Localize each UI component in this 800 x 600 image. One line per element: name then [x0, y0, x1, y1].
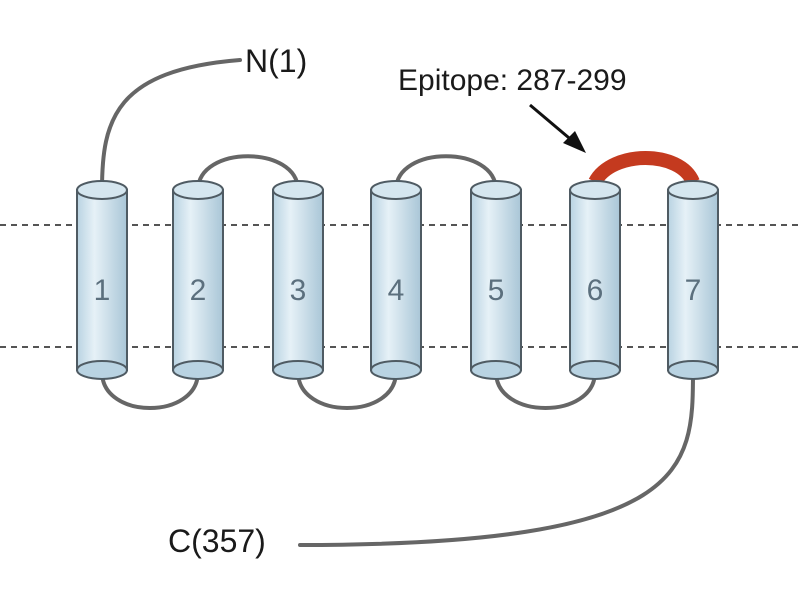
epitope-label: Epitope: 287-299 [398, 64, 627, 97]
helix-5: 5 [470, 180, 522, 380]
helix-number: 3 [290, 274, 307, 307]
helix-number: 1 [94, 274, 111, 307]
helix-1: 1 [76, 180, 128, 380]
helix-7: 7 [667, 180, 719, 380]
helix-6: 6 [569, 180, 621, 380]
helix-number: 6 [587, 274, 604, 307]
c-terminal-tail [298, 370, 695, 547]
helix-4: 4 [370, 180, 422, 380]
n-terminal-tail [100, 58, 242, 192]
helix-number: 2 [190, 274, 207, 307]
arrow-icon [529, 103, 586, 153]
loop-3-4 [296, 370, 398, 410]
loop-1-2 [100, 370, 200, 410]
helix-2: 2 [172, 180, 224, 380]
loop-5-6 [494, 370, 597, 410]
helix-number: 7 [685, 274, 702, 307]
helix-number: 5 [488, 274, 505, 307]
helix-number: 4 [388, 274, 405, 307]
loop-2-3 [196, 154, 300, 192]
loops [100, 58, 695, 547]
helix-3: 3 [272, 180, 324, 380]
helix-cylinders: 1 2 3 4 5 6 [76, 180, 719, 380]
loop-4-5 [394, 154, 498, 192]
epitope-loop [588, 151, 700, 186]
n-terminus-label: N(1) [245, 43, 307, 79]
c-terminus-label: C(357) [168, 523, 266, 559]
